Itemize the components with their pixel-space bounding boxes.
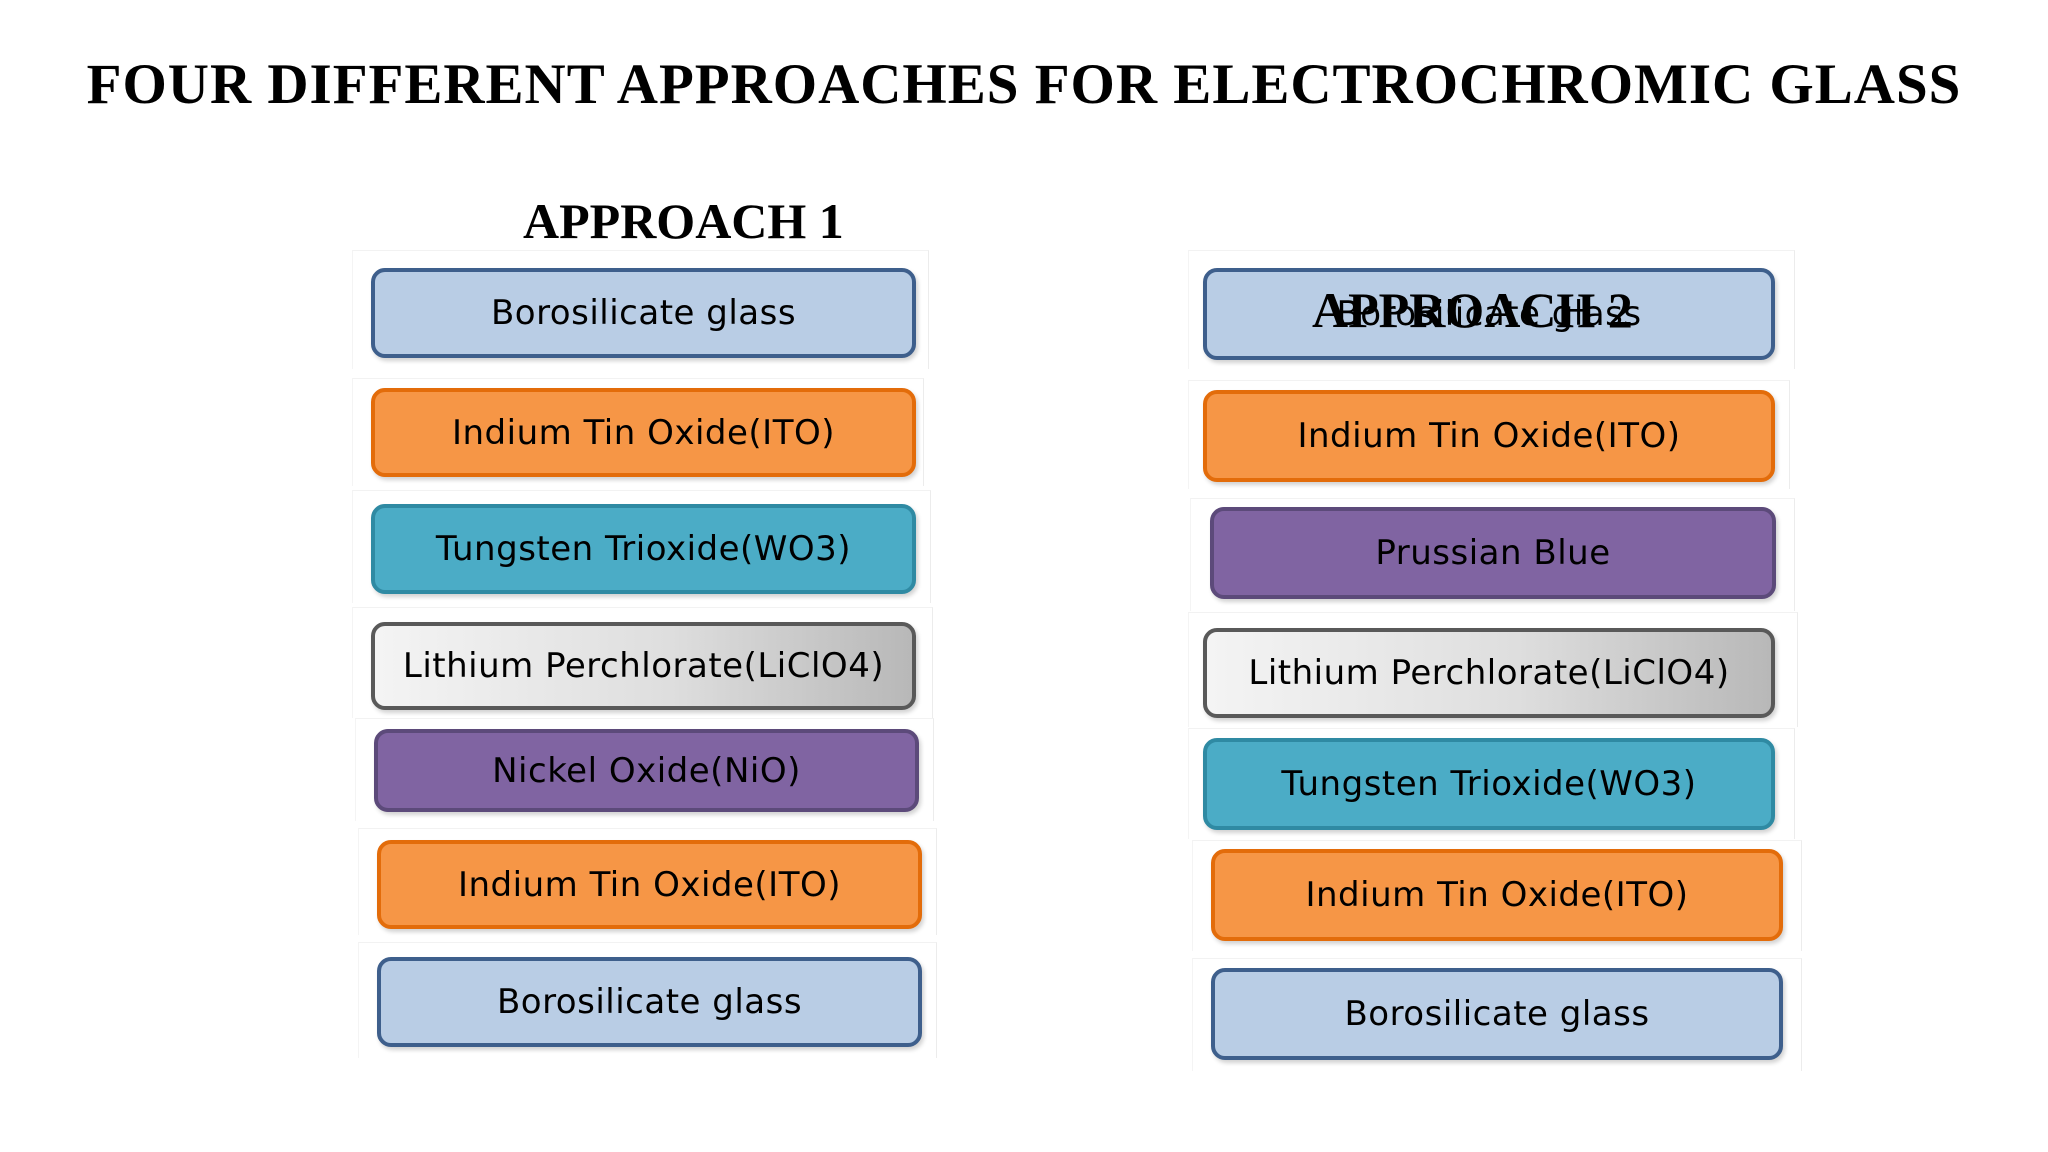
- approach1-layer-wo3: Tungsten Trioxide(WO3): [371, 504, 916, 594]
- approach2-layer-borosilicate-glass-bottom: Borosilicate glass: [1211, 968, 1783, 1060]
- approach2-layer-licl04: Lithium Perchlorate(LiClO4): [1203, 628, 1775, 718]
- approach2-layer-prussian-blue: Prussian Blue: [1210, 507, 1776, 599]
- approach1-layer-borosilicate-glass-bottom: Borosilicate glass: [377, 957, 922, 1047]
- approach1-layer-licl04: Lithium Perchlorate(LiClO4): [371, 622, 916, 710]
- approach-2-title: APPROACH 2: [1312, 282, 1633, 338]
- page-title: FOUR DIFFERENT APPROACHES FOR ELECTROCHR…: [86, 53, 1962, 116]
- approach2-layer-borosilicate-glass-top: Borosilicate glass: [1203, 268, 1775, 360]
- approach1-layer-ito-top: Indium Tin Oxide(ITO): [371, 388, 916, 477]
- approach-1-title: APPROACH 1: [523, 193, 844, 249]
- approach1-layer-ito-bottom: Indium Tin Oxide(ITO): [377, 840, 922, 929]
- approach1-layer-nio: Nickel Oxide(NiO): [374, 729, 919, 812]
- approach1-layer-borosilicate-glass-top: Borosilicate glass: [371, 268, 916, 358]
- approach2-layer-ito-top: Indium Tin Oxide(ITO): [1203, 390, 1775, 482]
- approach2-layer-wo3: Tungsten Trioxide(WO3): [1203, 738, 1775, 830]
- approach2-layer-ito-bottom: Indium Tin Oxide(ITO): [1211, 849, 1783, 941]
